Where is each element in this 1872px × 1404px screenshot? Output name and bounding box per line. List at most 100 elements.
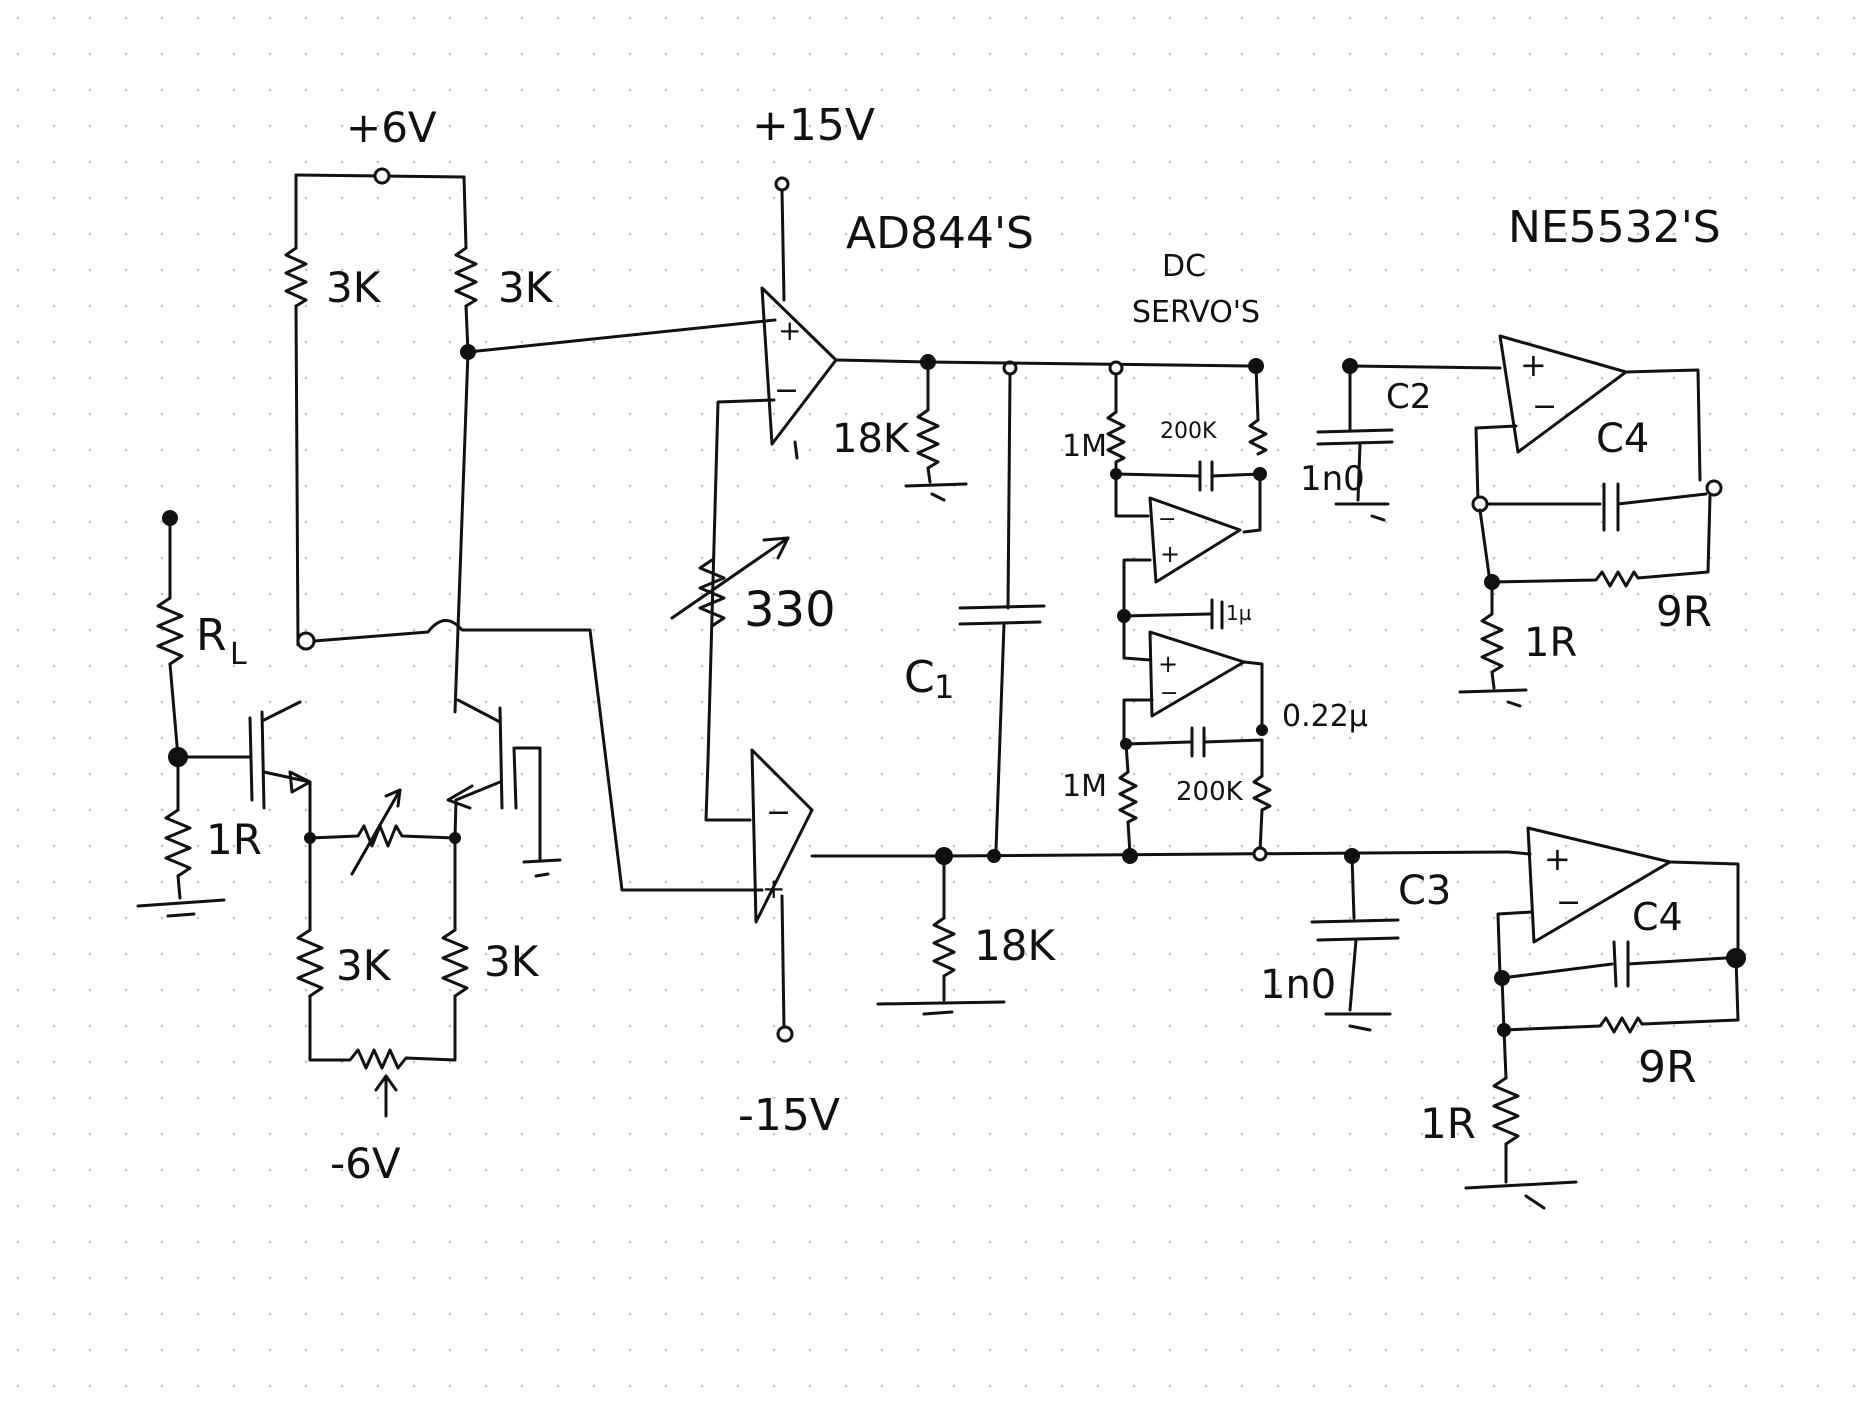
resistor-18k-top (916, 408, 940, 470)
ne5532-top-minus: − (1532, 389, 1557, 424)
wire (176, 874, 182, 900)
output-node-top (1705, 479, 1723, 497)
resistor-top-left (284, 246, 308, 308)
ground-symbol (930, 492, 946, 502)
servo-cap-center (1210, 598, 1224, 630)
lower-ad844-minus: − (766, 795, 791, 830)
wire (1258, 808, 1264, 854)
wire (1474, 424, 1518, 504)
wire (1124, 742, 1130, 774)
wire (262, 770, 312, 784)
crossover-wire (312, 619, 764, 892)
label-c1: C (904, 652, 935, 703)
ground-symbol (166, 912, 196, 918)
resistor-bottom-right (441, 928, 469, 998)
label-c1-sub: 1 (934, 668, 954, 706)
lower-ad844-plus: + (762, 872, 785, 905)
wire (1626, 956, 1728, 966)
upper-ad844-minus: − (774, 373, 799, 408)
amp-stage: + − + − (670, 176, 1510, 1043)
c4-top-cap (1602, 482, 1620, 532)
wire (1122, 614, 1152, 662)
servo-top-minus: − (1158, 507, 1176, 532)
wire (1500, 976, 1506, 1032)
heading-ad844: AD844'S (846, 208, 1034, 259)
wire (994, 622, 1006, 852)
ne5532-top-plus: + (1520, 346, 1547, 384)
wire (780, 894, 786, 1030)
resistor-9r-bottom (1502, 1016, 1740, 1034)
wire (1122, 612, 1212, 618)
servo-200k-bottom (1252, 774, 1272, 812)
ground-symbol (1370, 514, 1386, 522)
wire (1350, 854, 1356, 920)
label-c2-value: 1n0 (1300, 459, 1365, 499)
ground-symbol (522, 858, 562, 864)
jfet-arrow (446, 784, 474, 810)
wire (1124, 740, 1192, 746)
upper-ad844-plus: + (778, 314, 801, 347)
trim-arrow-head (384, 788, 402, 808)
wire (926, 466, 932, 484)
label-330: 330 (744, 582, 836, 638)
jfet-right-channel (498, 706, 504, 810)
label-9r-bottom: 9R (1638, 1042, 1697, 1093)
neg15-node (776, 1025, 794, 1043)
wire (1202, 738, 1264, 744)
wire (1210, 472, 1262, 478)
label-servo-200k-bottom: 200K (1176, 777, 1244, 807)
wire (454, 780, 502, 802)
ne5532-bottom-plus: + (1544, 840, 1571, 878)
tail-trim-pot (308, 994, 457, 1070)
wire (1624, 368, 1702, 482)
pos6-node (373, 167, 391, 185)
ground-symbol (904, 482, 968, 488)
label-neg6: -6V (330, 1139, 401, 1188)
ne5532-top (1498, 334, 1628, 454)
wire (1734, 956, 1740, 1022)
wire (1348, 938, 1358, 1012)
wire (294, 304, 300, 647)
wire (1242, 472, 1262, 534)
wire (1668, 860, 1740, 958)
dc-servo: − + + − (1106, 358, 1272, 864)
heading-ne5532: NE5532'S (1508, 202, 1721, 253)
trim-arrow-head (374, 1074, 398, 1092)
wire (1242, 660, 1264, 728)
label-9r-top: 9R (1656, 587, 1712, 636)
servo-top-plus: + (1160, 540, 1180, 568)
wire (168, 662, 180, 759)
wire (262, 700, 302, 722)
wire (1490, 670, 1496, 690)
resistor-bottom-left (296, 928, 324, 998)
wire (1254, 364, 1260, 422)
label-servo-0-22u: 0.22µ (1282, 699, 1368, 734)
c3-cap (1310, 918, 1400, 942)
ground-symbol (136, 898, 226, 908)
jfet-arrow (288, 770, 312, 794)
ground-symbol (1464, 1180, 1578, 1190)
c1-plate (958, 620, 1042, 626)
resistor-1r-top (1480, 612, 1504, 674)
heading-dc: DC (1162, 249, 1206, 284)
label-pos6: +6V (346, 103, 437, 152)
wire (1356, 442, 1362, 502)
wire (453, 798, 458, 840)
label-rl: R (196, 610, 227, 661)
jfet-left-gate-bar (248, 716, 254, 802)
ground-symbol (1506, 700, 1522, 708)
ground-symbol (1458, 688, 1528, 694)
ne5532-bottom (1526, 826, 1672, 944)
wire (1122, 558, 1152, 618)
junction-dot (1122, 848, 1138, 864)
ground-symbol (876, 1000, 1006, 1006)
servo-1m-top (1106, 410, 1126, 464)
ground-symbol (922, 1010, 954, 1016)
wire (706, 398, 776, 762)
label-c3: C3 (1398, 868, 1451, 914)
c2-cap (1316, 428, 1394, 446)
wire (1616, 492, 1708, 506)
label-3k-top-left: 3K (326, 263, 382, 312)
